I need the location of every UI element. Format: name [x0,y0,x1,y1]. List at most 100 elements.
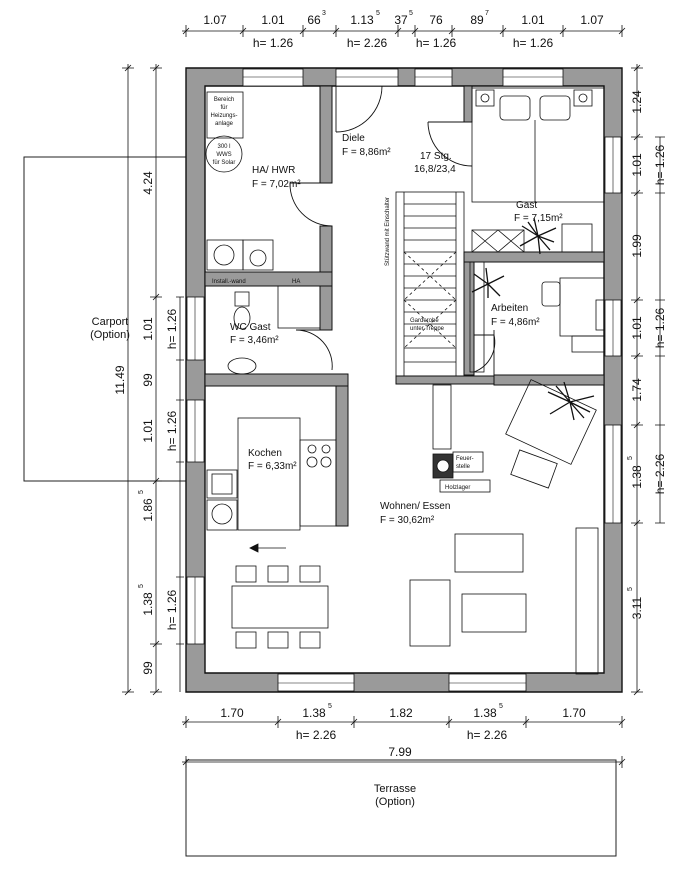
dim-bottom-1: 1.70 [220,706,244,720]
dim-left-h-2: h= 1.26 [165,410,179,451]
doors [289,85,496,375]
dim-top-1: 1.07 [203,13,227,27]
dim-top-4-sup: 5 [376,10,380,17]
dim-top-9: 1.07 [580,13,604,27]
dim-right-h-2: h= 1.26 [653,307,667,348]
dim-top-h-1: h= 1.26 [253,36,294,50]
window-lines [194,76,614,684]
feuerstelle-label-2: stelle [456,464,471,470]
dim-top-5: 37 [394,13,408,27]
room-arbeiten-name: Arbeiten [491,303,528,314]
dim-left-h-3: h= 1.26 [165,589,179,630]
dim-left-outer-2-sup: 5 [138,490,145,494]
interior-walls [204,85,605,527]
stair-ratio-label: 16,8/23,4 [414,164,456,175]
room-gast-area: F = 7,15m² [514,213,563,224]
dim-top-h-4: h= 1.26 [513,36,554,50]
dim-left-outer-2: 1.86 [141,498,155,522]
dim-bottom-h-2: h= 2.26 [467,728,508,742]
room-ha-hwr-area: F = 7,02m² [252,179,301,190]
heating-label-1: Bereich [214,97,234,103]
dim-left-inner-3: 1.01 [141,419,155,443]
dim-top-7: 89 [470,13,484,27]
furniture [205,87,605,675]
dim-left-inner-4: 1.38 [141,592,155,616]
dim-left-inner-2: 99 [141,373,155,387]
dim-bottom-total: 7.99 [388,745,412,759]
garderobe-sub-label: unter Treppe [410,326,445,332]
dim-left-h-1: h= 1.26 [165,308,179,349]
dim-right-h-1: h= 1.26 [653,144,667,185]
dim-bottom-h-1: h= 2.26 [296,728,337,742]
dim-right-6-sup: 5 [627,456,634,460]
dim-top-h-3: h= 1.26 [416,36,457,50]
terrace-option-label: (Option) [375,796,415,808]
dim-left-outer-1: 4.24 [141,171,155,195]
ha-label: HA [292,279,300,285]
wws-label-2: WWS [216,152,231,158]
room-gast-name: Gast [516,200,537,211]
dim-top-4: 1.13 [350,13,374,27]
dim-left-overall: 11.49 [113,365,127,394]
dimension-lines [122,25,665,768]
dim-left-inner-4-sup: 5 [138,584,145,588]
dim-top-2: 1.01 [261,13,285,27]
dim-top-5-sup: 5 [409,10,413,17]
dim-right-4: 1.01 [630,316,644,340]
dim-top-3-sup: 3 [322,10,326,17]
stair-steps-label: 17 Stg. [420,151,452,162]
dim-bottom-2-sup: 5 [328,703,332,710]
dim-right-7: 3.11 [630,596,644,619]
staircase [395,191,465,377]
room-diele-area: F = 8,86m² [342,147,391,158]
wws-label-3: für Solar [213,160,236,166]
heating-label-2: für [220,105,227,111]
dim-bottom-2: 1.38 [302,706,326,720]
right-dimension-labels: 1.24 1.01 1.99 1.01 1.74 1.38 5 3.11 5 h… [627,90,667,619]
carport-label: Carport [92,316,129,328]
wws-label-1: 300 l [217,144,230,150]
plants [471,217,595,421]
dim-right-1: 1.24 [630,90,644,114]
dim-right-5: 1.74 [630,378,644,402]
room-wc-name: WC Gast [230,322,271,333]
dim-top-6: 76 [429,13,443,27]
dim-top-7-sup: 7 [485,10,489,17]
room-ha-hwr-name: HA/ HWR [252,165,295,176]
dim-right-3: 1.99 [630,234,644,258]
dim-bottom-3: 1.82 [389,706,413,720]
dim-top-3: 66 [307,13,321,27]
dim-top-8: 1.01 [521,13,545,27]
dim-top-h-2: h= 2.26 [347,36,388,50]
left-dimension-labels: 11.49 4.24 1.86 5 99 1.01 99 1.01 1.38 5… [113,171,179,675]
room-labels: HA/ HWR F = 7,02m² Diele F = 8,86m² Gast… [230,133,563,526]
dim-left-inner-1: 1.01 [141,317,155,341]
heating-label-3: Heizungs- [210,113,237,119]
install-wall-label: Install.-wand [212,279,246,285]
carport-option-label: (Option) [90,329,130,341]
dim-right-h-3: h= 2.26 [653,453,667,494]
room-diele-name: Diele [342,133,365,144]
room-kochen-name: Kochen [248,448,282,459]
heating-label-4: anlage [215,121,234,127]
dim-right-2: 1.01 [630,153,644,177]
stair-wall-label: Stützwand mit Einschalter [385,197,391,266]
dim-left-outer-3: 99 [141,661,155,675]
terrace-area [185,759,617,857]
dim-right-6: 1.38 [630,465,644,489]
holzlager-label: Holzlager [445,485,470,491]
room-wohnen-name: Wohnen/ Essen [380,501,450,512]
dim-bottom-4: 1.38 [473,706,497,720]
dim-bottom-5: 1.70 [562,706,586,720]
feuerstelle-label-1: Feuer- [456,456,474,462]
room-kochen-area: F = 6,33m² [248,461,297,472]
top-dimension-labels: 1.07 1.01 66 3 1.13 5 37 5 76 89 7 1.01 … [203,10,604,50]
dim-bottom-4-sup: 5 [499,703,503,710]
room-wc-area: F = 3,46m² [230,335,279,346]
terrace-label: Terrasse [374,783,416,795]
dim-right-7-sup: 5 [627,587,634,591]
room-wohnen-area: F = 30,62m² [380,515,435,526]
room-arbeiten-area: F = 4,86m² [491,317,540,328]
bottom-dimension-labels: 1.70 1.38 5 1.82 1.38 5 1.70 h= 2.26 h= … [220,703,586,759]
